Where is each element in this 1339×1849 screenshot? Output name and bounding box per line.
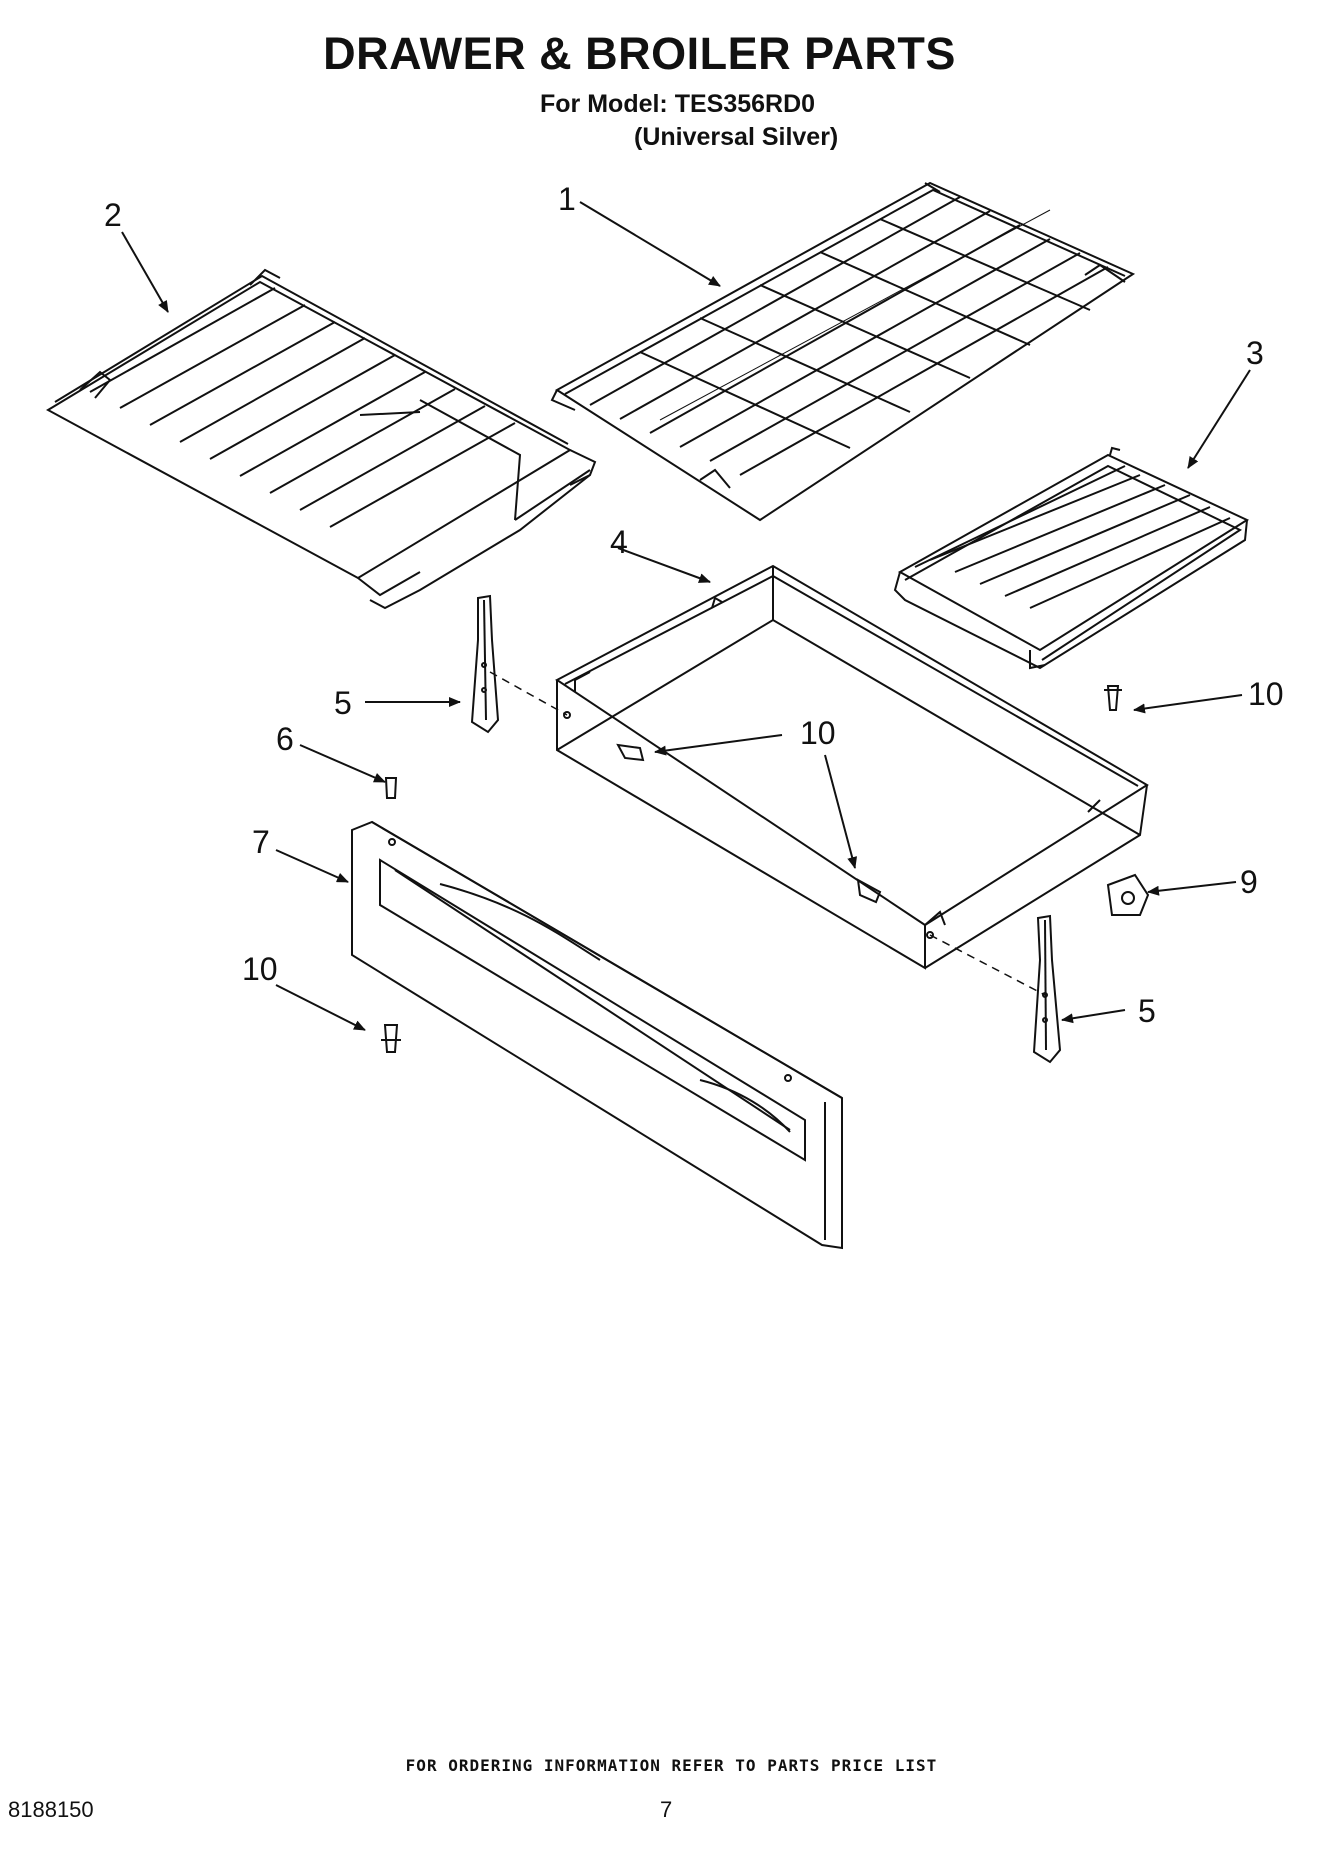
- callout-2: 2: [104, 197, 122, 233]
- drawer-glide-left-part: [470, 594, 500, 734]
- drawer-body-part: [555, 564, 1149, 970]
- callout-6: 6: [276, 721, 294, 757]
- page-title: DRAWER & BROILER PARTS: [323, 28, 956, 79]
- callout-10-panel: 10: [242, 951, 278, 987]
- callout-3: 3: [1246, 335, 1264, 371]
- model-number: For Model: TES356RD0: [540, 90, 816, 118]
- drawer-front-panel-part: [351, 820, 843, 1250]
- drawer-glide-right-part: [1032, 914, 1062, 1064]
- callout-10-drawer: 10: [800, 715, 836, 751]
- callout-10-right: 10: [1248, 676, 1284, 712]
- stud-part: [384, 777, 398, 799]
- callout-5-left: 5: [334, 685, 352, 721]
- alignment-lines: [489, 671, 1046, 996]
- screw-part: [381, 685, 1122, 1053]
- callout-4: 4: [610, 524, 628, 560]
- leader-arrows: [121, 201, 1251, 1031]
- drawer-stop-part: [1106, 873, 1150, 916]
- oven-rack-part: [550, 181, 1136, 522]
- callout-1: 1: [558, 181, 576, 217]
- callout-5-right: 5: [1138, 993, 1156, 1029]
- broiler-pan-part: [893, 446, 1250, 670]
- page-number: 7: [660, 1797, 673, 1822]
- model-color: (Universal Silver): [634, 123, 839, 151]
- callout-9: 9: [1240, 864, 1258, 900]
- callout-7: 7: [252, 824, 270, 860]
- ordering-note: FOR ORDERING INFORMATION REFER TO PARTS …: [405, 1756, 938, 1775]
- broiler-rack-part: [45, 268, 597, 610]
- document-number: 8188150: [8, 1797, 94, 1822]
